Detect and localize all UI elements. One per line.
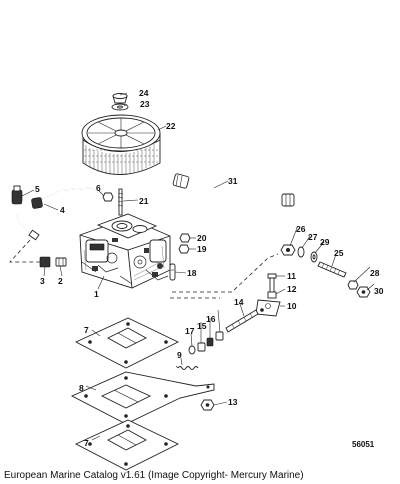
stud-21[interactable] — [117, 188, 124, 216]
rod-14[interactable] — [225, 309, 259, 333]
diagram-number: 56051 — [352, 440, 375, 449]
fuel-line-4[interactable] — [16, 187, 99, 241]
callout-20: 20 — [197, 233, 207, 243]
carburetor-1[interactable] — [79, 213, 171, 289]
spring-9[interactable] — [175, 365, 199, 370]
callout-7-upper: 7 — [84, 325, 89, 335]
fitting-5[interactable] — [11, 185, 23, 205]
nut-30[interactable] — [356, 286, 371, 298]
callout-19: 19 — [197, 244, 207, 254]
callout-8: 8 — [79, 383, 84, 393]
callout-31: 31 — [228, 176, 238, 186]
callout-5: 5 — [35, 184, 40, 194]
callout-14: 14 — [234, 297, 244, 307]
spring-16[interactable] — [206, 337, 214, 347]
callout-24: 24 — [139, 88, 149, 98]
bracket-10[interactable] — [255, 299, 281, 317]
washer-23[interactable] — [111, 103, 129, 111]
callout-6: 6 — [96, 183, 101, 193]
air-cleaner-22[interactable] — [81, 114, 161, 175]
callout-23: 23 — [140, 99, 150, 109]
callout-28: 28 — [370, 268, 380, 278]
image-caption: European Marine Catalog v1.61 (Image Cop… — [4, 470, 304, 481]
callout-2: 2 — [58, 276, 63, 286]
callout-21: 21 — [139, 196, 149, 206]
wing-nut-24[interactable] — [112, 93, 128, 104]
callout-25: 25 — [334, 248, 344, 258]
bushing-15-lower[interactable] — [197, 342, 206, 352]
washer-27[interactable] — [297, 246, 305, 258]
callout-26: 26 — [296, 224, 306, 234]
nut-26[interactable] — [280, 244, 296, 256]
washer-29[interactable] — [310, 251, 318, 263]
callout-3: 3 — [40, 276, 45, 286]
nut-28[interactable] — [347, 280, 359, 290]
gasket-7-lower[interactable] — [74, 419, 180, 471]
fitting-3[interactable] — [39, 256, 51, 268]
bushing-15-upper[interactable] — [215, 331, 224, 341]
callout-11: 11 — [287, 271, 296, 281]
callout-22: 22 — [166, 121, 176, 131]
stud-25[interactable] — [317, 261, 347, 278]
callout-29: 29 — [320, 237, 330, 247]
callout-9: 9 — [177, 350, 182, 360]
callout-17: 17 — [185, 326, 195, 336]
callout-27: 27 — [308, 232, 318, 242]
nut-6[interactable] — [102, 192, 114, 202]
fitting-2[interactable] — [55, 257, 67, 267]
callout-15: 15 — [197, 321, 207, 331]
nut-19[interactable] — [178, 244, 190, 254]
callout-12: 12 — [287, 284, 297, 294]
nut-13[interactable] — [200, 399, 215, 411]
callout-4: 4 — [60, 205, 65, 215]
callout-10: 10 — [287, 301, 297, 311]
callout-13: 13 — [228, 397, 238, 407]
callout-1: 1 — [94, 289, 99, 299]
gasket-7-upper[interactable] — [74, 317, 180, 369]
callout-30: 30 — [374, 286, 384, 296]
callout-18: 18 — [187, 268, 197, 278]
nut-20[interactable] — [179, 233, 191, 243]
bolt-11[interactable] — [267, 273, 277, 293]
plate-8[interactable] — [70, 371, 215, 425]
clip-17[interactable] — [188, 345, 196, 355]
clip-18[interactable] — [169, 263, 176, 281]
callout-7-lower: 7 — [84, 438, 89, 448]
fuel-hose-31[interactable] — [172, 173, 295, 207]
callout-16: 16 — [206, 314, 216, 324]
spacer-12[interactable] — [267, 291, 277, 299]
